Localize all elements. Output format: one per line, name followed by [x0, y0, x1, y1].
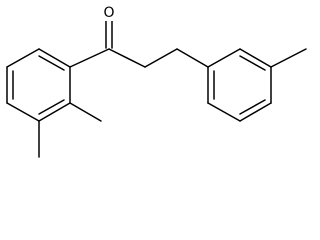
- chemical-structure-diagram: O: [6, 5, 307, 158]
- methyl-bond: [270, 48, 307, 68]
- methyl-groups-left: [38, 102, 102, 158]
- aromatic-inner-bond: [239, 99, 266, 115]
- bond: [6, 48, 40, 68]
- atom-label-mask: [101, 5, 117, 21]
- methylphenyl-ring: [207, 48, 272, 122]
- aromatic-inner-bond: [38, 55, 65, 71]
- oxygen-atom: O: [101, 5, 117, 21]
- aromatic-inner-bond: [38, 99, 65, 115]
- bond: [108, 48, 146, 68]
- bond: [239, 48, 272, 68]
- bond: [144, 48, 178, 68]
- bond: [6, 102, 40, 122]
- bond: [69, 48, 110, 68]
- bond: [38, 48, 71, 68]
- aromatic-inner-bond: [239, 55, 266, 71]
- ketone-chain: [69, 19, 209, 68]
- oxygen-label: O: [103, 5, 114, 21]
- bond: [38, 102, 71, 122]
- bond: [207, 48, 241, 68]
- bond: [176, 48, 209, 68]
- methyl-bond: [69, 102, 102, 122]
- bond: [207, 102, 241, 122]
- dimethylphenyl-ring: [6, 48, 71, 122]
- bond: [239, 102, 272, 122]
